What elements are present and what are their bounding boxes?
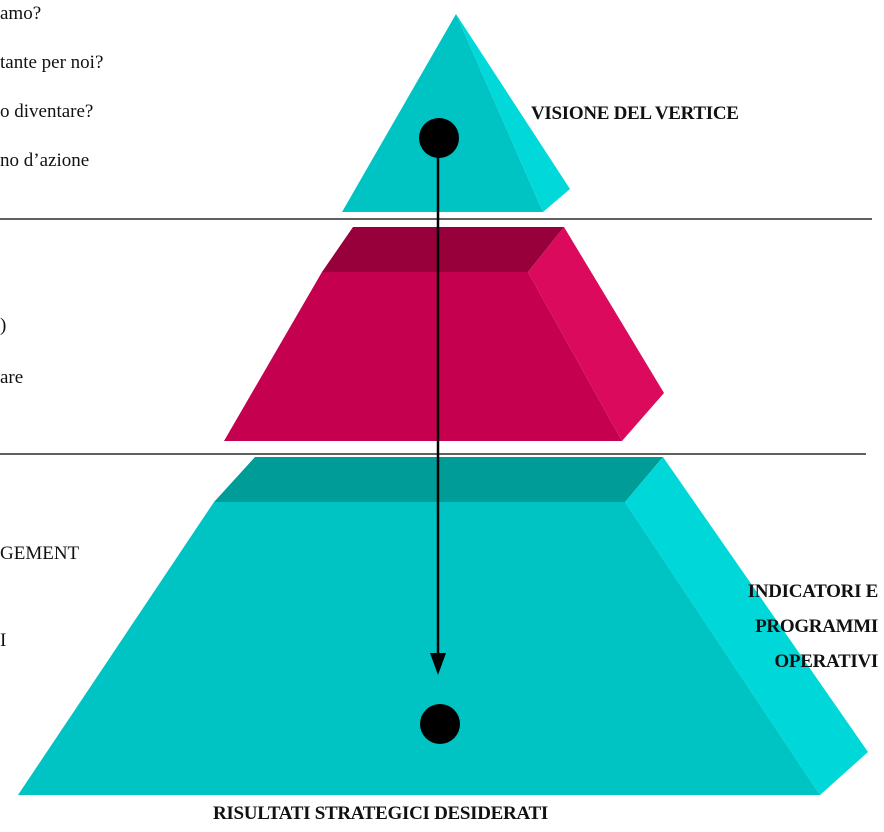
indicator-label-line-1: INDICATORI E bbox=[747, 581, 879, 602]
bottom-text-1: GEMENT bbox=[0, 543, 80, 564]
top-tier-front bbox=[342, 14, 543, 212]
bottom-text-2: I bbox=[0, 630, 7, 651]
apex-dot bbox=[419, 118, 459, 158]
top-question-1: amo? bbox=[0, 3, 42, 24]
pyramid-bottom-tier bbox=[18, 457, 868, 795]
middle-tier-side bbox=[528, 227, 664, 441]
top-question-3: o diventare? bbox=[0, 101, 94, 122]
pyramid-middle-tier bbox=[224, 227, 664, 441]
top-question-2: tante per noi? bbox=[0, 52, 104, 73]
vertical-arrow bbox=[419, 118, 460, 744]
indicator-label-line-2: PROGRAMMI bbox=[755, 616, 878, 637]
bottom-tier-front bbox=[18, 502, 820, 795]
bottom-tier-side bbox=[625, 457, 868, 795]
middle-tier-front bbox=[224, 272, 622, 441]
middle-tier-top-face bbox=[322, 227, 564, 272]
base-dot bbox=[420, 704, 460, 744]
middle-text-2: are bbox=[0, 367, 24, 388]
top-question-4: no d’azione bbox=[0, 150, 90, 171]
bottom-label: RISULTATI STRATEGICI DESIDERATI bbox=[213, 803, 548, 824]
top-tier-side bbox=[456, 14, 570, 212]
arrow-head bbox=[430, 653, 446, 675]
indicator-label-line-3: OPERATIVI bbox=[774, 651, 878, 672]
pyramid-top-tier bbox=[342, 14, 570, 212]
apex-label: VISIONE DEL VERTICE bbox=[531, 103, 739, 124]
middle-text-1: ) bbox=[0, 315, 7, 336]
